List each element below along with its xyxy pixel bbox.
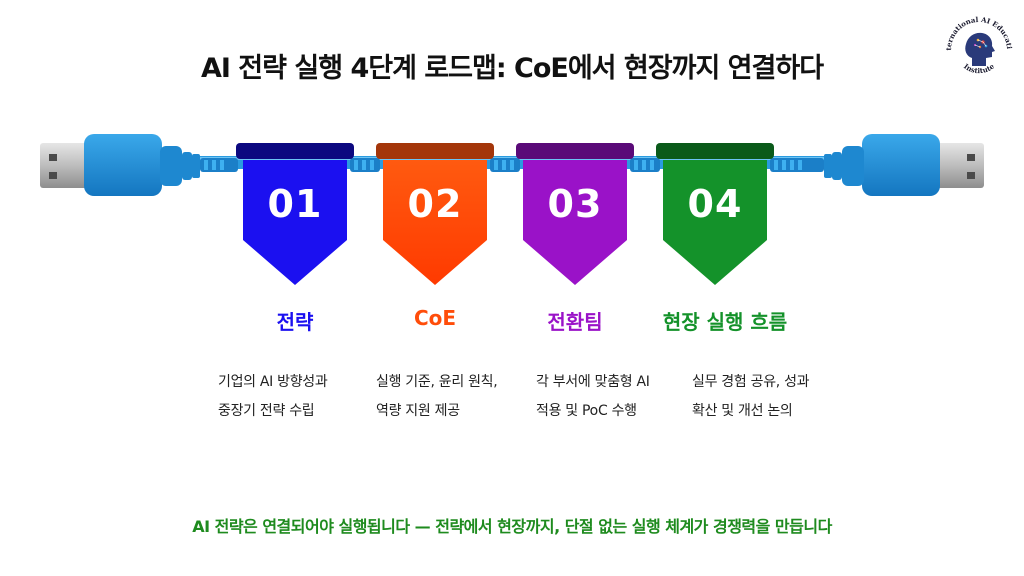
institute-logo: International AI Education Institute bbox=[939, 3, 1016, 84]
svg-text:Institute: Institute bbox=[962, 61, 996, 75]
step-1-desc-line-1: 기업의 AI 방향성과 bbox=[218, 374, 328, 390]
step-1-desc-line-2: 중장기 전략 수립 bbox=[218, 403, 315, 419]
step-3-desc-line-2: 적용 및 PoC 수행 bbox=[536, 403, 637, 419]
head-profile-logo-icon bbox=[965, 32, 995, 66]
step-2-flag: 02 bbox=[383, 160, 487, 285]
right-usb-plug-icon bbox=[824, 134, 984, 196]
step-1-description: 기업의 AI 방향성과 중장기 전략 수립 bbox=[218, 368, 368, 426]
step-3-flag: 03 bbox=[523, 160, 627, 285]
step-4-desc-line-2: 확산 및 개선 논의 bbox=[692, 403, 793, 419]
step-4-flag: 04 bbox=[663, 160, 767, 285]
step-4-desc-line-1: 실무 경험 공유, 성과 bbox=[692, 374, 810, 390]
left-usb-plug-icon bbox=[40, 134, 200, 196]
step-1-label: 전략 bbox=[276, 310, 314, 334]
step-4-description: 실무 경험 공유, 성과 확산 및 개선 논의 bbox=[692, 368, 842, 426]
page-title: AI 전략 실행 4단계 로드맵: CoE에서 현장까지 연결하다 bbox=[200, 53, 824, 84]
step-1-number: 01 bbox=[267, 182, 323, 226]
step-3-label: 전환팀 bbox=[547, 310, 603, 334]
step-2-number: 02 bbox=[407, 182, 463, 226]
step-3-desc-line-1: 각 부서에 맞춤형 AI bbox=[536, 374, 650, 390]
step-1-flag: 01 bbox=[243, 160, 347, 285]
step-2-description: 실행 기준, 윤리 원칙, 역량 지원 제공 bbox=[376, 368, 526, 426]
step-2-desc-line-1: 실행 기준, 윤리 원칙, bbox=[376, 374, 498, 390]
usb-cable-illustration bbox=[40, 134, 984, 196]
step-4-label: 현장 실행 흐름 bbox=[662, 310, 788, 334]
step-4-number: 04 bbox=[687, 182, 743, 226]
logo-text-bottom: Institute bbox=[962, 61, 996, 75]
step-3-number: 03 bbox=[547, 182, 603, 226]
footer-tagline: AI 전략은 연결되어야 실행됩니다 — 전략에서 현장까지, 단절 없는 실행… bbox=[192, 517, 832, 536]
step-3-description: 각 부서에 맞춤형 AI 적용 및 PoC 수행 bbox=[536, 368, 686, 426]
step-2-label: CoE bbox=[413, 306, 457, 330]
step-2-desc-line-2: 역량 지원 제공 bbox=[376, 403, 460, 419]
